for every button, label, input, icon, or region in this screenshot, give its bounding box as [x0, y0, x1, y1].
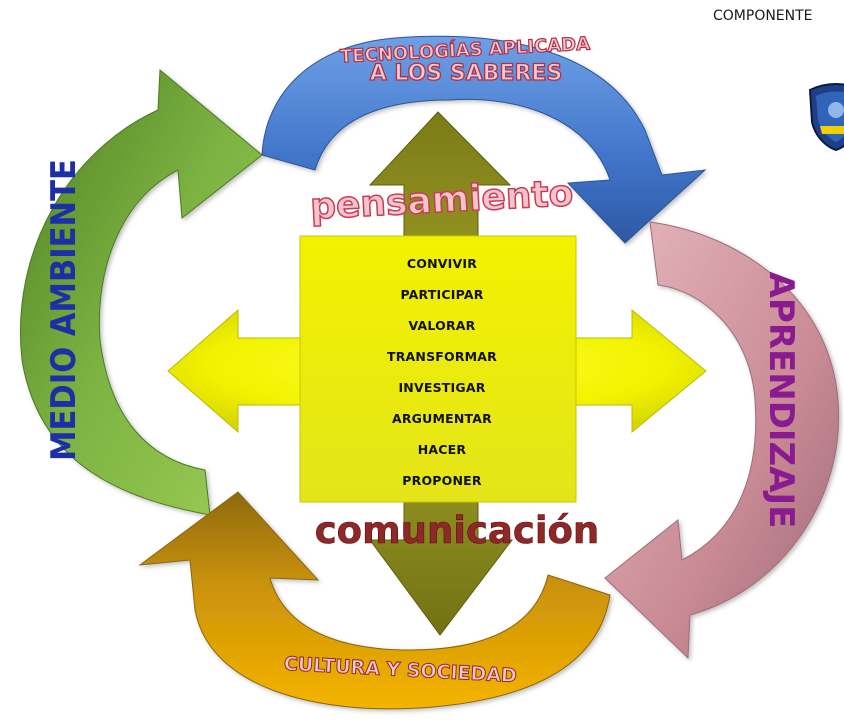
verbs-list: CONVIVIR PARTICIPAR VALORAR TRANSFORMAR … — [352, 248, 532, 496]
verb-item: CONVIVIR — [406, 256, 478, 271]
label-top-line2: A LOS SABERES — [370, 61, 563, 86]
green-curved-arrow — [20, 68, 263, 516]
verb-item: TRANSFORMAR — [386, 349, 498, 364]
gold-curved-arrow — [138, 491, 611, 710]
verb-item: INVESTIGAR — [398, 380, 486, 395]
label-comunicacion: comunicación — [315, 509, 600, 552]
header-title: COMPONENTE — [713, 8, 813, 24]
verb-item: ARGUMENTAR — [391, 411, 492, 426]
label-right: APRENDIZAJE — [761, 272, 801, 529]
verb-item: PARTICIPAR — [400, 287, 484, 302]
blue-curved-arrow — [261, 35, 707, 244]
verb-item: HACER — [417, 442, 467, 457]
label-left: MEDIO AMBIENTE — [44, 159, 84, 461]
label-pensamiento: pensamiento — [309, 173, 574, 228]
verb-item: PROPONER — [402, 473, 482, 488]
pink-curved-arrow — [604, 221, 840, 660]
verb-item: VALORAR — [408, 318, 476, 333]
central-square — [299, 235, 577, 503]
school-shield-logo-icon — [808, 83, 844, 152]
